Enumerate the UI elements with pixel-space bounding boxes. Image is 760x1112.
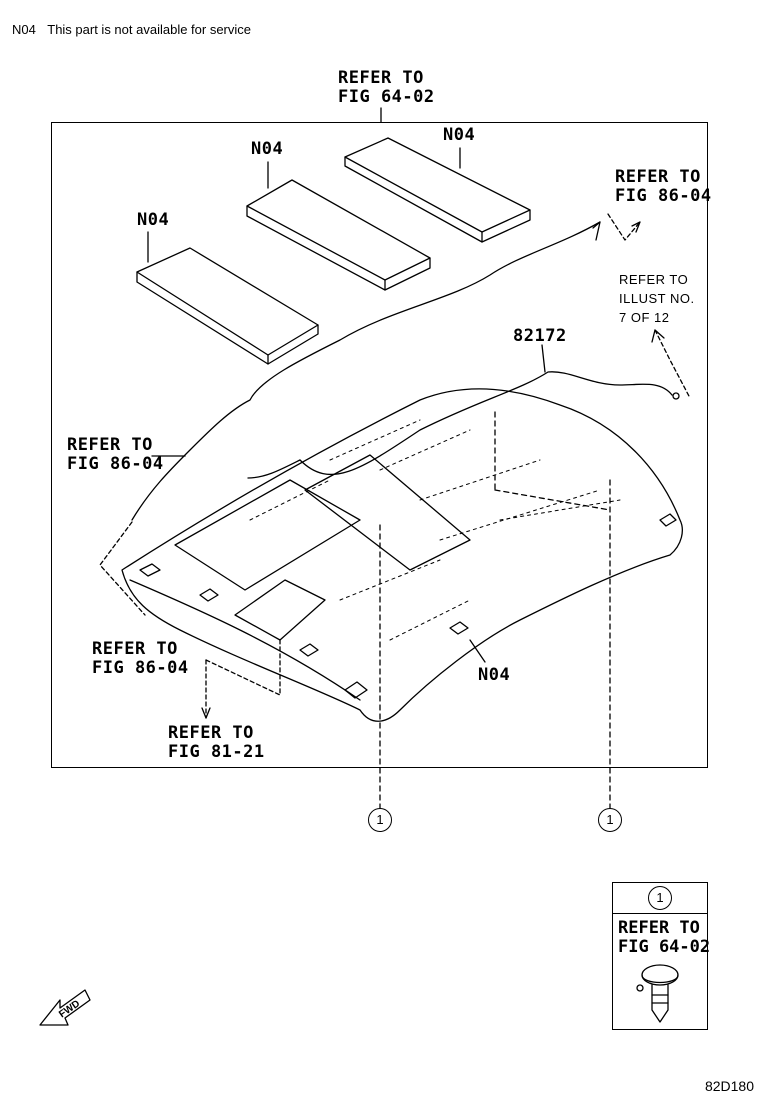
callout-1-left: 1 [368, 808, 392, 832]
diagram-frame [51, 122, 708, 768]
clip-icon [636, 964, 679, 1023]
fwd-arrow-icon [39, 989, 91, 1026]
harness-upper [131, 221, 601, 521]
n04-label-middle: N04 [251, 139, 284, 159]
n04-label-bottom: N04 [478, 665, 511, 685]
headliner [121, 388, 683, 722]
legend: N04 This part is not available for servi… [12, 22, 251, 37]
refer-top-label: REFER TO FIG 64-02 [338, 68, 435, 107]
pad-middle [246, 179, 431, 291]
legend-code: N04 [12, 22, 36, 37]
refer-illust-label: REFER TO ILLUST NO. 7 OF 12 [619, 272, 695, 325]
callout-1-right: 1 [598, 808, 622, 832]
refer-81-21-label: REFER TO FIG 81-21 [168, 723, 265, 762]
part-82172-label: 82172 [513, 326, 567, 346]
callout-1-box: 1 [648, 886, 672, 910]
pad-left [136, 247, 319, 365]
clip-info-header: 1 [613, 883, 707, 914]
clip-info-box: 1 REFER TO FIG 64-02 [612, 882, 711, 1030]
legend-text: This part is not available for service [47, 22, 252, 37]
refer-86-left-label: REFER TO FIG 86-04 [67, 435, 164, 474]
pad-right [344, 137, 531, 243]
diagram-code: 82D180 [704, 1078, 754, 1094]
refer-86-bottom-label: REFER TO FIG 86-04 [92, 639, 189, 678]
n04-label-left: N04 [137, 210, 170, 230]
refer-86-top-label: REFER TO FIG 86-04 [615, 167, 712, 206]
wire-82172 [299, 371, 673, 476]
clip-info-refer: REFER TO FIG 64-02 [618, 918, 711, 957]
n04-label-right: N04 [443, 125, 476, 145]
